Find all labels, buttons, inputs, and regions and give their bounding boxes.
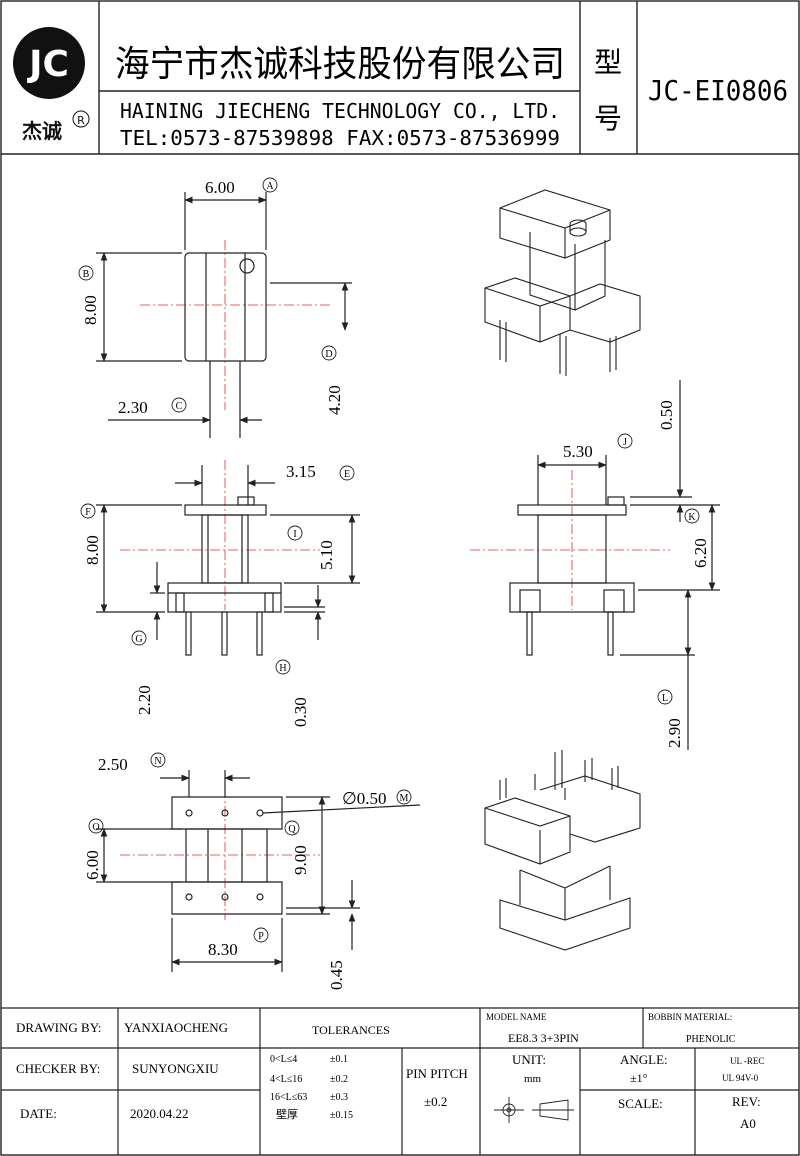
- dim-n: 2.50: [98, 755, 128, 774]
- angle-value: ±1°: [630, 1071, 648, 1085]
- drawing-by-value: YANXIAOCHENG: [124, 1020, 228, 1035]
- marker-a: A: [266, 181, 274, 192]
- unit-label: UNIT:: [512, 1052, 546, 1067]
- logo-text: JC: [26, 44, 69, 85]
- dim-p: 8.30: [208, 940, 238, 959]
- bobbin-material-value: PHENOLIC: [686, 1034, 736, 1045]
- ul-rec: UL -REC: [730, 1056, 764, 1066]
- rev-label: REV:: [732, 1094, 761, 1109]
- model-name-label: MODEL NAME: [486, 1012, 547, 1022]
- scale-label: SCALE:: [618, 1096, 663, 1111]
- marker-g: G: [135, 634, 142, 645]
- drawing-area: [96, 189, 720, 972]
- marker-n: N: [154, 756, 161, 767]
- footer-title-block: [1, 1007, 799, 1155]
- dim-o: 6.00: [83, 850, 102, 880]
- marker-h: H: [279, 663, 286, 674]
- logo-brand: 杰诚: [22, 119, 62, 143]
- dim-c: 2.30: [118, 398, 148, 417]
- dim-h: 0.30: [291, 697, 310, 727]
- model-number: JC-EI0806: [648, 74, 788, 107]
- dim-l: 2.90: [665, 718, 684, 748]
- dim-g: 2.20: [135, 685, 154, 715]
- date-label: DATE:: [20, 1106, 57, 1121]
- centerlines: [120, 240, 670, 920]
- marker-d: D: [325, 349, 332, 360]
- marker-k: K: [688, 512, 696, 523]
- model-label-2: 号: [594, 102, 622, 135]
- date-value: 2020.04.22: [130, 1106, 189, 1121]
- bobbin-material-label: BOBBIN MATERIAL:: [648, 1012, 732, 1022]
- checker-by-value: SUNYONGXIU: [132, 1061, 219, 1076]
- dim-q: 9.00: [291, 845, 310, 875]
- tol-range-3: 16<L≤63: [270, 1092, 307, 1103]
- projection-symbol-icon: [494, 1097, 574, 1123]
- dim-i: 5.10: [317, 540, 336, 570]
- marker-e: E: [344, 469, 350, 480]
- marker-i: I: [293, 529, 296, 540]
- dim-b: 8.00: [81, 295, 100, 325]
- marker-m: M: [400, 793, 409, 804]
- dim-m: ∅0.50: [342, 789, 387, 808]
- dim-f: 8.00: [83, 535, 102, 565]
- side-view: [509, 380, 720, 750]
- marker-b: B: [83, 269, 90, 280]
- dimension-markers: [78, 177, 700, 943]
- bottom-view: [96, 770, 421, 972]
- tol-range-4: 壁厚: [276, 1107, 298, 1121]
- top-view: [96, 192, 352, 438]
- tolerances-label: TOLERANCES: [312, 1023, 390, 1037]
- dim-pin-gap: 0.45: [327, 960, 346, 990]
- dimension-values: 6.00 8.00 2.30 4.20 3.15 8.00 2.20 0.30 …: [81, 178, 710, 990]
- dim-top-k: 0.50: [657, 400, 676, 430]
- unit-value: mm: [524, 1073, 542, 1085]
- marker-o: O: [92, 822, 99, 833]
- angle-label: ANGLE:: [620, 1052, 668, 1067]
- company-logo: JC 杰诚 R: [13, 27, 90, 143]
- marker-f: F: [85, 507, 91, 518]
- rev-value: A0: [740, 1116, 756, 1131]
- tol-value-2: ±0.2: [330, 1074, 348, 1085]
- model-label-1: 型: [594, 46, 622, 79]
- checker-by-label: CHECKER BY:: [16, 1061, 100, 1076]
- company-contact: TEL:0573-87539898 FAX:0573-87536999: [120, 126, 560, 150]
- pin-pitch-label: PIN PITCH: [406, 1066, 468, 1081]
- dim-j: 5.30: [563, 442, 593, 461]
- marker-l: L: [662, 693, 668, 704]
- tol-value-4: ±0.15: [330, 1110, 353, 1121]
- isometric-view-top: [484, 189, 641, 376]
- company-name-cn: 海宁市杰诚科技股份有限公司: [115, 44, 565, 85]
- marker-q: Q: [288, 824, 296, 835]
- marker-j: J: [623, 437, 627, 448]
- dim-a: 6.00: [205, 178, 235, 197]
- dimension-marker-letters: A B C D E F G H I J K L M N O P Q: [83, 181, 697, 942]
- company-name-en: HAINING JIECHENG TECHNOLOGY CO., LTD.: [120, 99, 560, 123]
- marker-c: C: [176, 401, 183, 412]
- front-view: [96, 465, 360, 656]
- dim-d: 4.20: [325, 385, 344, 415]
- ul-94v0: UL 94V-0: [722, 1073, 759, 1083]
- dim-e: 3.15: [286, 462, 316, 481]
- tol-range-1: 0<L≤4: [270, 1054, 297, 1065]
- tol-value-3: ±0.3: [330, 1092, 348, 1103]
- drawing-by-label: DRAWING BY:: [16, 1020, 102, 1035]
- model-name-value: EE8.3 3+3PIN: [508, 1031, 579, 1045]
- tol-range-2: 4<L≤16: [270, 1074, 302, 1085]
- tol-value-1: ±0.1: [330, 1054, 348, 1065]
- pin-pitch-value: ±0.2: [424, 1094, 447, 1109]
- logo-registered-mark: R: [77, 114, 85, 127]
- footer-text: DRAWING BY: YANXIAOCHENG CHECKER BY: SUN…: [16, 1012, 764, 1131]
- dim-k: 6.20: [691, 538, 710, 568]
- marker-p: P: [258, 931, 264, 942]
- isometric-view-bottom: [484, 750, 641, 951]
